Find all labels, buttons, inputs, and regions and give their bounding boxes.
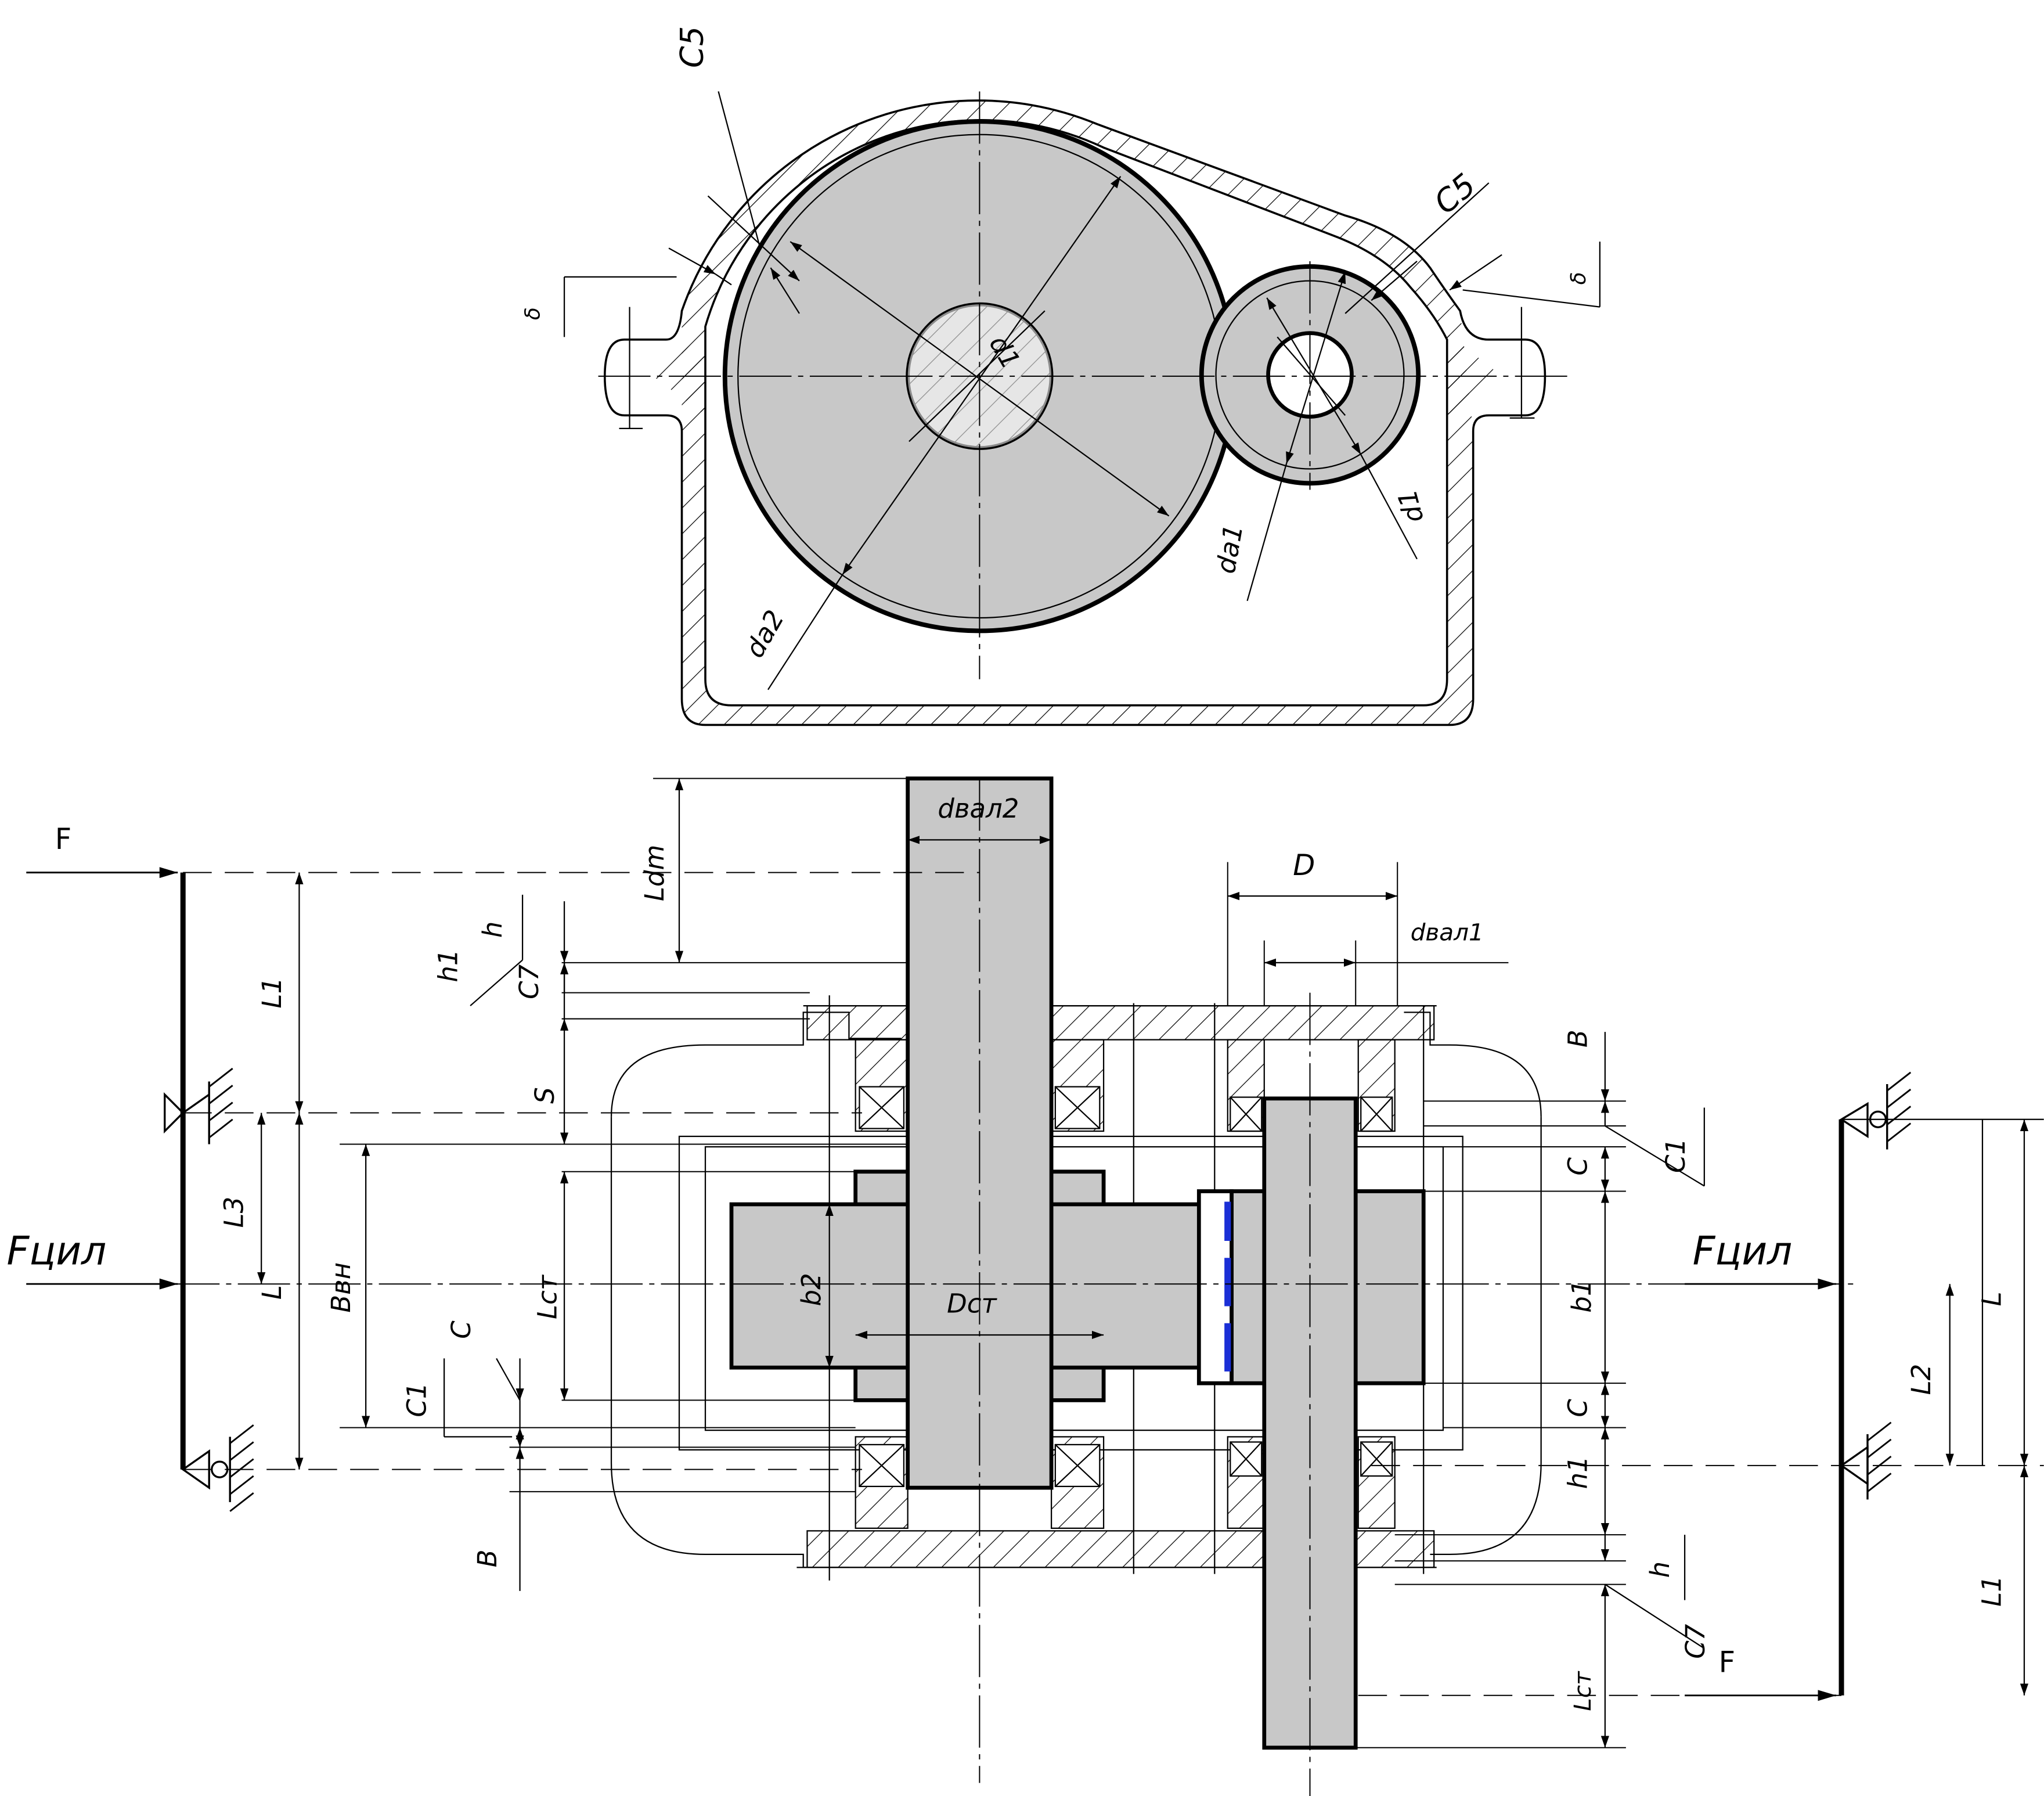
housing-top-view xyxy=(603,99,1546,726)
label-C-left: C xyxy=(446,1320,477,1339)
dimension-arrows-bottom xyxy=(257,778,2044,1748)
label-b2: b2 xyxy=(796,1273,827,1306)
label-L3: L3 xyxy=(219,1197,250,1228)
label-S: S xyxy=(529,1087,560,1104)
label-c5-left: C5 xyxy=(674,26,711,68)
label-L-right: L xyxy=(1976,1291,2007,1306)
label-b1: b1 xyxy=(1566,1280,1597,1313)
label-F-left: F xyxy=(55,822,71,856)
label-L-left: L xyxy=(257,1285,287,1300)
label-delta-right: δ xyxy=(1567,272,1591,285)
flange-left-hatch xyxy=(653,333,706,416)
pinion-section xyxy=(1196,1096,1426,1750)
label-h-right: h xyxy=(1645,1561,1675,1578)
label-B-right: B xyxy=(1562,1030,1593,1048)
label-C7-left: C7 xyxy=(514,964,545,999)
label-C1-right: C1 xyxy=(1660,1138,1691,1173)
label-C-right-top: C xyxy=(1562,1157,1593,1176)
label-L2: L2 xyxy=(1906,1364,1937,1395)
label-C1-left: C1 xyxy=(402,1383,432,1417)
load-scheme-right xyxy=(1685,1071,1912,1701)
label-C-right-bottom: C xyxy=(1562,1399,1593,1417)
label-dval2: dвал2 xyxy=(938,793,1019,824)
label-F-right: F xyxy=(1719,1645,1735,1679)
label-B-left: B xyxy=(472,1549,503,1567)
flange-right-hatch xyxy=(1447,333,1502,416)
label-d1-mirrored: d1 xyxy=(1391,486,1430,526)
label-Lst-right: Lст xyxy=(1569,1671,1596,1711)
dimension-lines-top xyxy=(563,91,1601,690)
label-Fcyl-left: Fцил xyxy=(7,1228,107,1273)
label-L1-right: L1 xyxy=(1976,1575,2007,1607)
label-Fcyl-right: Fцил xyxy=(1693,1228,1793,1273)
label-da1: da1 xyxy=(1210,522,1249,576)
label-Ldm: Ldm xyxy=(639,845,670,901)
label-dval1: dвал1 xyxy=(1411,919,1484,946)
label-L1-left: L1 xyxy=(257,977,287,1009)
label-Lst-left: Lст xyxy=(532,1274,563,1319)
label-h1-left: h1 xyxy=(433,949,464,982)
center-lines-bottom xyxy=(26,778,1855,1796)
label-da2: da2 xyxy=(739,605,790,663)
label-Dst: Dст xyxy=(947,1288,997,1319)
label-h-left: h xyxy=(477,922,508,938)
label-C7-right: C7 xyxy=(1680,1624,1711,1658)
gear-wheel-section xyxy=(729,776,1204,1490)
label-Bvn: Bвн xyxy=(326,1262,356,1313)
label-delta-left: δ xyxy=(521,307,545,320)
label-D: D xyxy=(1293,848,1315,882)
load-scheme-left xyxy=(26,867,254,1512)
label-h1-right: h1 xyxy=(1562,1456,1593,1489)
label-c5-right: C5 xyxy=(1427,167,1483,222)
extension-lines xyxy=(183,778,2044,1748)
